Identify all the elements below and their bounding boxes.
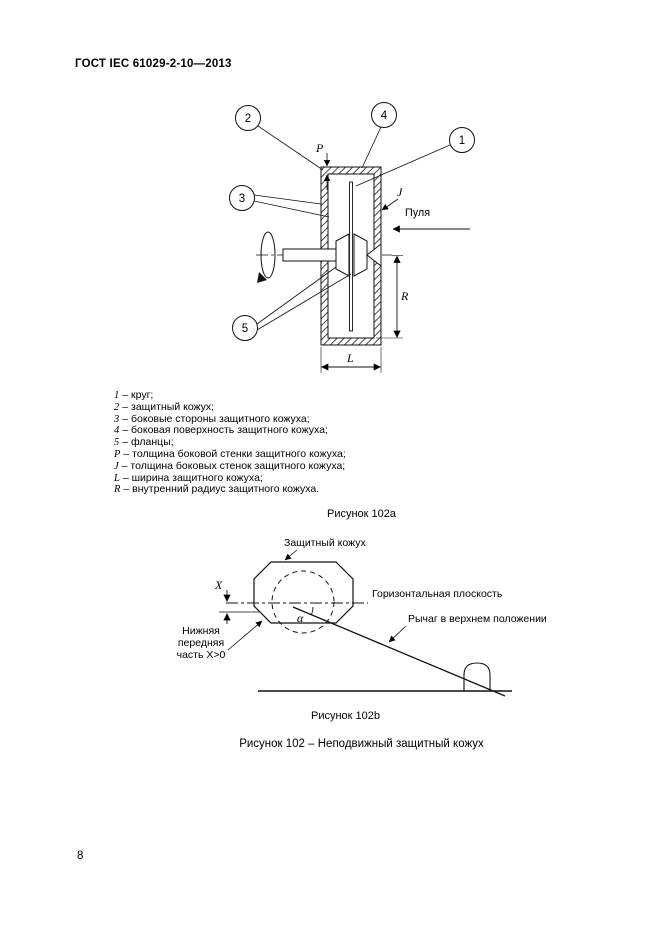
support-dome xyxy=(463,662,491,691)
angle-alpha: α xyxy=(297,606,314,625)
legend-symbol: P xyxy=(114,448,121,460)
rotation-indicator xyxy=(257,231,276,283)
callout-2: 2 xyxy=(235,105,324,171)
legend-item: 3– боковые стороны защитного кожуха; xyxy=(114,412,346,426)
figure-102-caption: Рисунок 102 – Неподвижный защитный кожух xyxy=(239,738,484,750)
legend-symbol: 4 xyxy=(114,425,120,437)
legend-text: – толщина боковых стенок защитного кожух… xyxy=(121,459,346,472)
document-header: ГОСТ IEC 61029-2-10—2013 xyxy=(75,58,232,70)
legend-text: – фланцы; xyxy=(122,436,174,449)
legend-text: – боковые стороны защитного кожуха; xyxy=(122,412,310,425)
alpha-label: α xyxy=(297,611,304,625)
guard-annotation: Защитный кожух xyxy=(284,537,366,561)
legend-item: R– внутренний радиус защитного кожуха. xyxy=(114,483,346,496)
lever-line xyxy=(292,606,506,697)
legend-text: – круг; xyxy=(122,389,154,401)
legend-symbol: 3 xyxy=(114,413,120,425)
cutting-disc xyxy=(349,181,353,332)
guard-outline xyxy=(253,561,354,624)
dimension-r: R xyxy=(376,255,409,339)
lever-label: Рычаг в верхнем положении xyxy=(408,613,547,625)
legend-item: 5– фланцы; xyxy=(114,436,346,449)
dimension-x: X xyxy=(214,578,259,624)
legend-symbol: 5 xyxy=(114,437,120,449)
legend-symbol: R xyxy=(114,484,121,496)
legend-text: – внутренний радиус защитного кожуха. xyxy=(123,483,320,496)
lower-front-label-3: часть X>0 xyxy=(177,649,226,661)
callout-1-number: 1 xyxy=(459,135,465,147)
dimension-j: J xyxy=(381,185,403,211)
guard-label: Защитный кожух xyxy=(284,537,366,549)
callout-5-number: 5 xyxy=(242,323,248,335)
legend-item: L– ширина защитного кожуха; xyxy=(114,471,346,485)
lever-annotation: Рычаг в верхнем положении xyxy=(388,613,547,643)
legend-symbol: L xyxy=(114,472,120,484)
bullet-cone xyxy=(366,242,382,268)
lower-front-label-1: Нижняя xyxy=(182,625,220,637)
dim-label-l: L xyxy=(346,351,354,365)
figure-legend: 1– круг; 2– защитный кожух; 3– боковые с… xyxy=(114,389,346,496)
legend-item: 1– круг; xyxy=(114,389,346,402)
callout-2-number: 2 xyxy=(245,113,251,125)
callout-4: 4 xyxy=(361,102,397,169)
callout-3-number: 3 xyxy=(239,193,245,205)
figure-102a-diagram: 2 4 1 3 5 xyxy=(229,102,475,373)
legend-symbol: J xyxy=(114,460,119,472)
x-dim-label: X xyxy=(214,578,223,592)
callout-1: 1 xyxy=(355,127,475,187)
legend-item: 2– защитный кожух; xyxy=(114,400,346,414)
horizontal-plane-label: Горизонтальная плоскость xyxy=(372,588,503,600)
dim-label-j: J xyxy=(397,185,403,199)
legend-item: J– толщина боковых стенок защитного кожу… xyxy=(114,459,346,473)
page-number: 8 xyxy=(77,850,84,862)
legend-symbol: 2 xyxy=(114,401,120,413)
dimension-l: L xyxy=(320,347,382,373)
figure-102b-caption: Рисунок 102b xyxy=(310,710,380,722)
dim-label-r: R xyxy=(400,289,409,303)
dimension-p: P xyxy=(315,141,331,190)
figure-102b-diagram: α X Защитный кожух Горизонтальная плоско… xyxy=(177,537,547,697)
dim-label-p: P xyxy=(315,141,324,155)
legend-symbol: 1 xyxy=(114,390,120,401)
bullet-label: Пуля xyxy=(405,207,430,219)
flanges xyxy=(335,233,368,277)
legend-text: – боковая поверхность защитного кожуха; xyxy=(122,424,328,437)
legend-text: – ширина защитного кожуха; xyxy=(122,471,263,484)
callout-5: 5 xyxy=(232,266,352,341)
legend-item: 4– боковая поверхность защитного кожуха; xyxy=(114,424,346,437)
lower-front-label-2: передняя xyxy=(178,637,224,649)
legend-item: P– толщина боковой стенки защитного кожу… xyxy=(114,447,346,461)
callout-3: 3 xyxy=(229,185,330,218)
callout-4-number: 4 xyxy=(381,110,388,122)
lower-front-annotation: Нижняя передняя часть X>0 xyxy=(177,620,263,661)
legend-text: – толщина боковой стенки защитного кожух… xyxy=(123,447,346,460)
figure-102a-caption: Рисунок 102а xyxy=(326,508,396,520)
disc-dashed-circle xyxy=(271,570,335,634)
legend-text: – защитный кожух; xyxy=(122,400,215,413)
bullet-annotation: Пуля xyxy=(392,207,470,233)
